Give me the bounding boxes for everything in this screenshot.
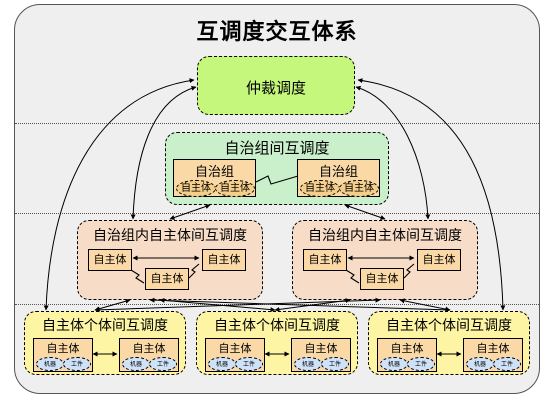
inter-group-title: 自治组间互调度 [224, 139, 330, 157]
work-ellipse: 工件 [149, 357, 177, 371]
arrow-group-inner-left [169, 204, 211, 220]
lightning-link [345, 269, 360, 284]
agent-box: 自主体 机器 工件 [119, 338, 179, 372]
work-ellipse: 工件 [493, 357, 521, 371]
arrow-inner-ind-2 [159, 297, 276, 313]
work-ellipse: 工件 [235, 357, 263, 371]
individual-title: 自主体个体间互调度 [42, 318, 168, 334]
individual-box-3: 自主体个体间互调度 自主体 机器 工件 自主体 机器 工件 [368, 311, 530, 375]
individual-title: 自主体个体间互调度 [386, 318, 512, 334]
individual-box-2: 自主体个体间互调度 自主体 机器 工件 自主体 机器 工件 [196, 311, 358, 375]
agent-box: 自主体 机器 工件 [463, 338, 523, 372]
arrow-arb-inner-right [355, 85, 431, 220]
level-separator [15, 213, 539, 214]
lightning-link [188, 263, 200, 279]
agent-box: 自主体 机器 工件 [291, 338, 351, 372]
lightning-link [130, 269, 145, 284]
agent-box: 自主体 机器 工件 [377, 338, 437, 372]
arrow-arb-ind-left [43, 78, 195, 311]
diagram-title: 互调度交互体系 [196, 20, 358, 45]
agent-ellipse: 自主体 [215, 180, 255, 197]
arrow-group-inner-right [344, 204, 386, 220]
individual-box-1: 自主体个体间互调度 自主体 机器 工件 自主体 机器 工件 [24, 311, 186, 375]
lightning-link [403, 263, 415, 279]
work-ellipse: 工件 [407, 357, 435, 371]
agent-box: 自主体 [303, 249, 347, 271]
group-label: 自治组 [194, 165, 234, 180]
agent-box: 自主体 [202, 249, 246, 271]
agent-box: 自主体 机器 工件 [33, 338, 93, 372]
group-label: 自治组 [318, 165, 358, 180]
machine-ellipse: 机器 [36, 357, 64, 371]
work-ellipse: 工件 [321, 357, 349, 371]
arrow-arb-ind-right [357, 78, 506, 311]
work-ellipse: 工件 [63, 357, 91, 371]
arbitration-box: 仲裁调度 [197, 56, 355, 115]
arrow-inner-ind-6 [94, 297, 381, 313]
level-separator [15, 123, 539, 124]
lightning-link [255, 175, 299, 185]
inter-group-box: 自治组间互调度 自治组 自主体 自主体 自治组 自主体 自主体 [165, 132, 389, 205]
arbitration-label: 仲裁调度 [245, 79, 306, 97]
arrow-arb-inner-left [130, 85, 197, 220]
agent-box: 自主体 机器 工件 [205, 338, 265, 372]
individual-title: 自主体个体间互调度 [214, 318, 340, 334]
machine-ellipse: 机器 [208, 357, 236, 371]
